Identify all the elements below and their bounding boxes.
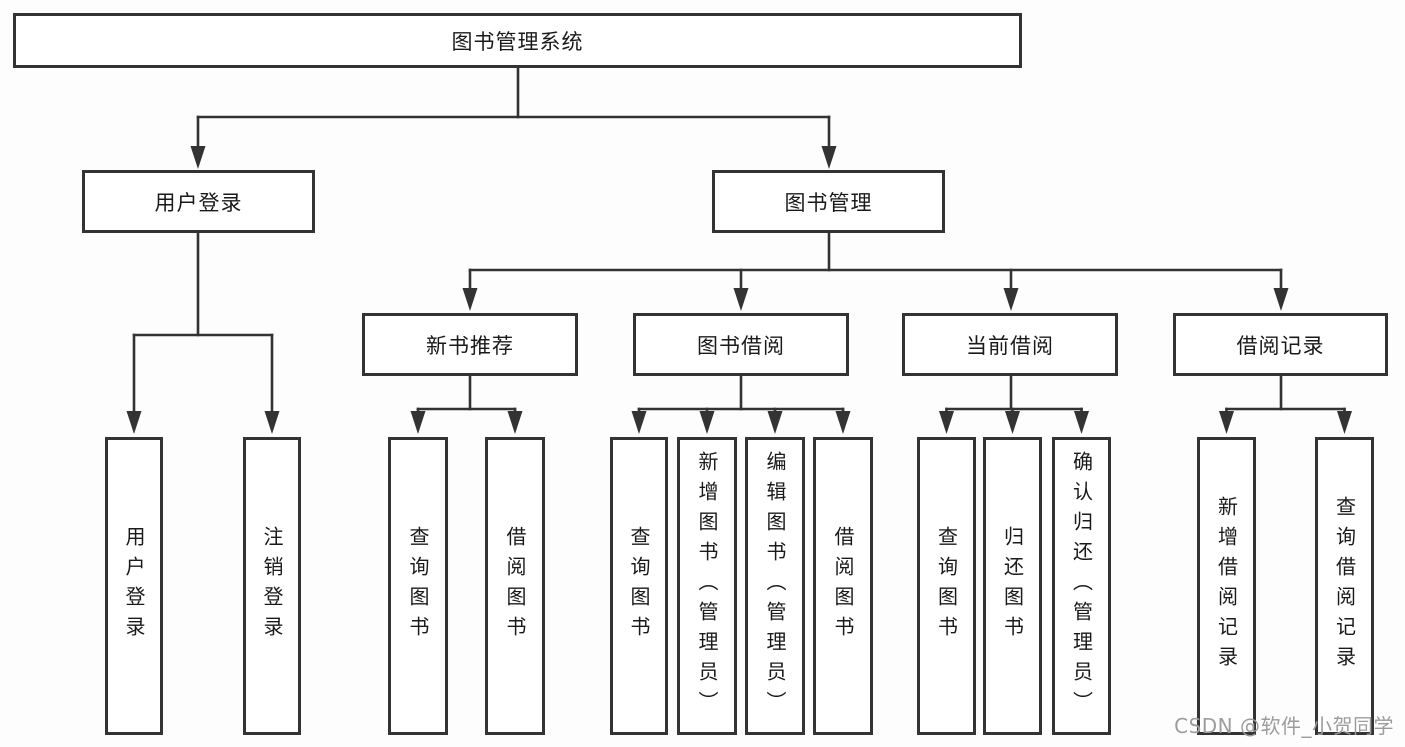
leaf-borrow-books-1: 借阅图书 (485, 437, 545, 735)
leaf-query-books-3: 查询图书 (917, 437, 976, 735)
leaf-add-books-admin: 新增图书（管理员） (677, 437, 737, 735)
leaf-label: 新增图书（管理员） (695, 451, 719, 721)
leaf-label: 查询图书 (934, 526, 959, 646)
leaf-label: 借阅图书 (831, 526, 855, 646)
node-book-management-system: 图书管理系统 (13, 13, 1022, 68)
leaf-user-login: 用户登录 (105, 437, 163, 735)
leaf-label: 归还图书 (1000, 526, 1025, 646)
leaf-label: 确认归还（管理员） (1069, 451, 1094, 721)
leaf-return-books: 归还图书 (983, 437, 1042, 735)
node-current-borrowing: 当前借阅 (902, 313, 1118, 376)
leaf-label: 注销登录 (260, 526, 284, 646)
node-user-login: 用户登录 (82, 170, 315, 233)
csdn-watermark: CSDN @软件_小贺同学 (1174, 714, 1394, 738)
leaf-label: 新增借阅记录 (1214, 496, 1239, 676)
node-book-borrowing: 图书借阅 (633, 313, 849, 376)
node-book-management: 图书管理 (712, 170, 945, 233)
leaf-add-borrow-record: 新增借阅记录 (1197, 437, 1256, 735)
leaf-label: 用户登录 (122, 526, 146, 646)
leaf-query-borrow-record: 查询借阅记录 (1315, 437, 1374, 735)
leaf-edit-books-admin: 编辑图书（管理员） (745, 437, 805, 735)
leaf-label: 借阅图书 (503, 526, 527, 646)
leaf-logout: 注销登录 (243, 437, 301, 735)
node-new-book-recommendation: 新书推荐 (362, 313, 578, 376)
leaf-label: 编辑图书（管理员） (763, 451, 787, 721)
leaf-query-books-2: 查询图书 (610, 437, 668, 735)
leaf-label: 查询图书 (627, 526, 651, 646)
leaf-borrow-books-2: 借阅图书 (813, 437, 873, 735)
node-borrowing-records: 借阅记录 (1173, 313, 1388, 376)
leaf-query-books-1: 查询图书 (388, 437, 448, 735)
leaf-label: 查询借阅记录 (1332, 496, 1357, 676)
leaf-confirm-return-admin: 确认归还（管理员） (1052, 437, 1111, 735)
leaf-label: 查询图书 (406, 526, 430, 646)
